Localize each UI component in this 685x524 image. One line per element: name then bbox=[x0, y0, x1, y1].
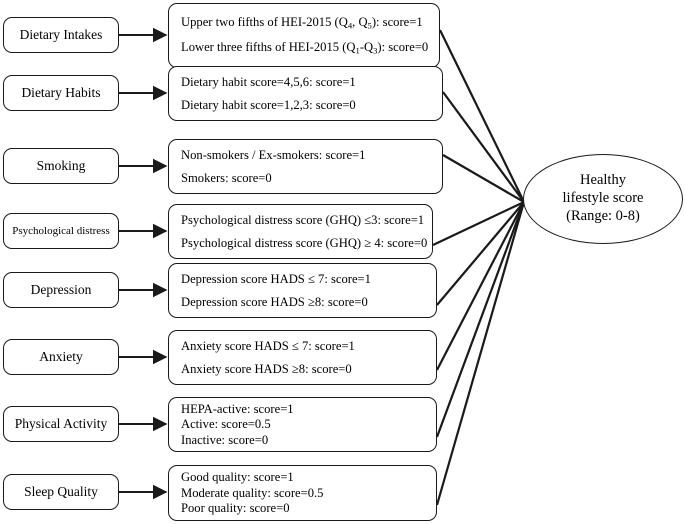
rule-line: Inactive: score=0 bbox=[181, 432, 269, 447]
rule-line: Lower three fifths of HEI-2015 (Q1-Q3): … bbox=[181, 40, 429, 56]
component-node-physical-activity[interactable]: Physical Activity bbox=[3, 406, 119, 442]
rule-line: HEPA-active: score=1 bbox=[181, 401, 294, 416]
component-node-sleep-quality[interactable]: Sleep Quality bbox=[3, 474, 119, 510]
outcome-line: (Range: 0-8) bbox=[566, 207, 640, 224]
rule-line: Anxiety score HADS ≤ 7: score=1 bbox=[181, 338, 355, 353]
outcome-line: Healthy bbox=[580, 172, 626, 189]
component-node-anxiety[interactable]: Anxiety bbox=[3, 339, 119, 375]
component-label: Physical Activity bbox=[14, 415, 108, 431]
edge-bundle-to-outcome bbox=[432, 29, 526, 506]
rule-line: Poor quality: score=0 bbox=[181, 501, 290, 516]
component-node-depression[interactable]: Depression bbox=[3, 272, 119, 308]
rule-node-physical-activity[interactable]: HEPA-active: score=1 Active: score=0.5 I… bbox=[168, 397, 437, 452]
component-label: Psychological distress bbox=[12, 224, 110, 237]
rule-line: Depression score HADS ≤ 7: score=1 bbox=[181, 271, 371, 286]
component-node-smoking[interactable]: Smoking bbox=[3, 148, 119, 184]
rule-line: Moderate quality: score=0.5 bbox=[181, 485, 324, 500]
outcome-node-healthy-lifestyle-score[interactable]: Healthy lifestyle score (Range: 0-8) bbox=[523, 154, 683, 244]
rule-node-sleep-quality[interactable]: Good quality: score=1 Moderate quality: … bbox=[168, 465, 437, 521]
component-label: Smoking bbox=[36, 157, 86, 173]
component-node-psychological-distress[interactable]: Psychological distress bbox=[3, 213, 119, 249]
outcome-line: lifestyle score bbox=[562, 190, 644, 207]
component-label: Anxiety bbox=[39, 348, 83, 364]
component-node-dietary-habits[interactable]: Dietary Habits bbox=[3, 75, 119, 111]
component-label: Dietary Habits bbox=[21, 84, 101, 100]
rule-line: Dietary habit score=4,5,6: score=1 bbox=[181, 74, 356, 89]
rule-line: Non-smokers / Ex-smokers: score=1 bbox=[181, 147, 366, 162]
rule-line: Active: score=0.5 bbox=[181, 417, 271, 432]
rule-line: Depression score HADS ≥8: score=0 bbox=[181, 295, 368, 309]
component-label: Depression bbox=[30, 281, 92, 297]
rule-node-anxiety[interactable]: Anxiety score HADS ≤ 7: score=1 Anxiety … bbox=[168, 330, 437, 385]
rule-line: Good quality: score=1 bbox=[181, 470, 294, 485]
rule-node-psychological-distress[interactable]: Psychological distress score (GHQ) ≤3: s… bbox=[168, 204, 433, 259]
rule-line: Psychological distress score (GHQ) ≥ 4: … bbox=[181, 236, 428, 250]
component-label: Dietary Intakes bbox=[19, 26, 103, 42]
rule-line: Psychological distress score (GHQ) ≤3: s… bbox=[181, 212, 425, 227]
rule-line: Smokers: score=0 bbox=[181, 171, 272, 185]
rule-line: Dietary habit score=1,2,3: score=0 bbox=[181, 98, 356, 112]
rule-line: Anxiety score HADS ≥8: score=0 bbox=[181, 362, 352, 376]
rule-node-depression[interactable]: Depression score HADS ≤ 7: score=1 Depre… bbox=[168, 263, 437, 318]
component-node-dietary-intakes[interactable]: Dietary Intakes bbox=[3, 17, 119, 53]
rule-line: Upper two fifths of HEI-2015 (Q4, Q5): s… bbox=[181, 14, 423, 31]
component-label: Sleep Quality bbox=[24, 483, 98, 499]
rule-node-dietary-habits[interactable]: Dietary habit score=4,5,6: score=1 Dieta… bbox=[168, 66, 443, 121]
rule-node-dietary-intakes[interactable]: Upper two fifths of HEI-2015 (Q4, Q5): s… bbox=[168, 3, 440, 68]
rule-node-smoking[interactable]: Non-smokers / Ex-smokers: score=1 Smoker… bbox=[168, 139, 443, 194]
